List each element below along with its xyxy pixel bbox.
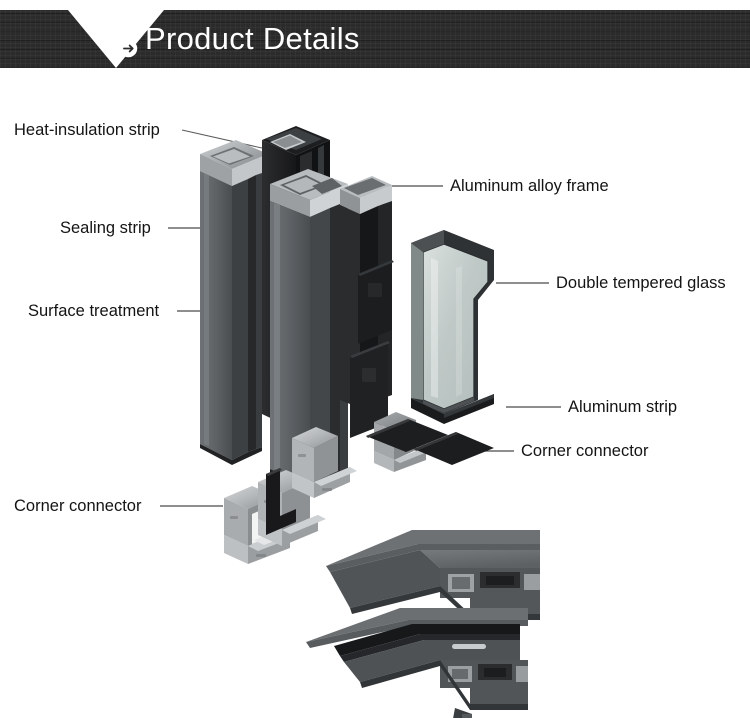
callout-label-sealing-strip: Sealing strip xyxy=(60,219,151,237)
callout-corner-connector-left: Corner connector xyxy=(14,497,223,515)
callout-surface-treatment: Surface treatment xyxy=(28,302,224,320)
part-profile-tip xyxy=(453,708,472,718)
corner-connector-black-bracket xyxy=(266,468,296,535)
header-notch-shape xyxy=(68,10,164,68)
product-exploded-diagram: Heat-insulation strip Sealing strip Surf… xyxy=(0,68,750,718)
part-corner-connector-group-right xyxy=(366,412,494,472)
part-horizontal-profile-lower xyxy=(306,608,528,710)
leader-line-heat-insulation-strip xyxy=(181,129,263,149)
part-corner-connector-group-mid xyxy=(292,427,357,498)
callout-label-surface-treatment: Surface treatment xyxy=(28,302,160,320)
callout-label-corner-connector-right: Corner connector xyxy=(521,442,649,460)
callout-label-heat-insulation-strip: Heat-insulation strip xyxy=(14,121,160,139)
callout-label-aluminum-strip: Aluminum strip xyxy=(568,398,677,416)
callout-aluminum-alloy-frame: Aluminum alloy frame xyxy=(364,177,609,218)
callout-label-aluminum-alloy-frame: Aluminum alloy frame xyxy=(450,177,609,195)
page-title: Product Details xyxy=(145,21,360,56)
part-gasket-squares xyxy=(366,419,494,465)
callout-heat-insulation-strip: Heat-insulation strip xyxy=(14,121,263,149)
corner-connector-c xyxy=(292,427,357,498)
part-corner-connector-group-left xyxy=(224,468,326,564)
callout-corner-connector-right: Corner connector xyxy=(466,442,649,460)
part-vertical-profile-outer xyxy=(200,140,268,465)
callout-label-double-tempered-glass: Double tempered glass xyxy=(556,274,726,292)
part-horizontal-profile-upper xyxy=(326,530,540,620)
callout-double-tempered-glass: Double tempered glass xyxy=(496,274,726,292)
arrow-right-circle-icon xyxy=(119,39,138,58)
part-double-tempered-glass xyxy=(411,230,494,424)
callout-aluminum-strip: Aluminum strip xyxy=(506,398,677,416)
callout-label-corner-connector-left: Corner connector xyxy=(14,497,142,515)
part-sealing-gasket-plates xyxy=(350,260,394,438)
page-header-banner: Product Details xyxy=(0,10,750,68)
part-aluminum-alloy-frame-vertical xyxy=(270,169,348,491)
